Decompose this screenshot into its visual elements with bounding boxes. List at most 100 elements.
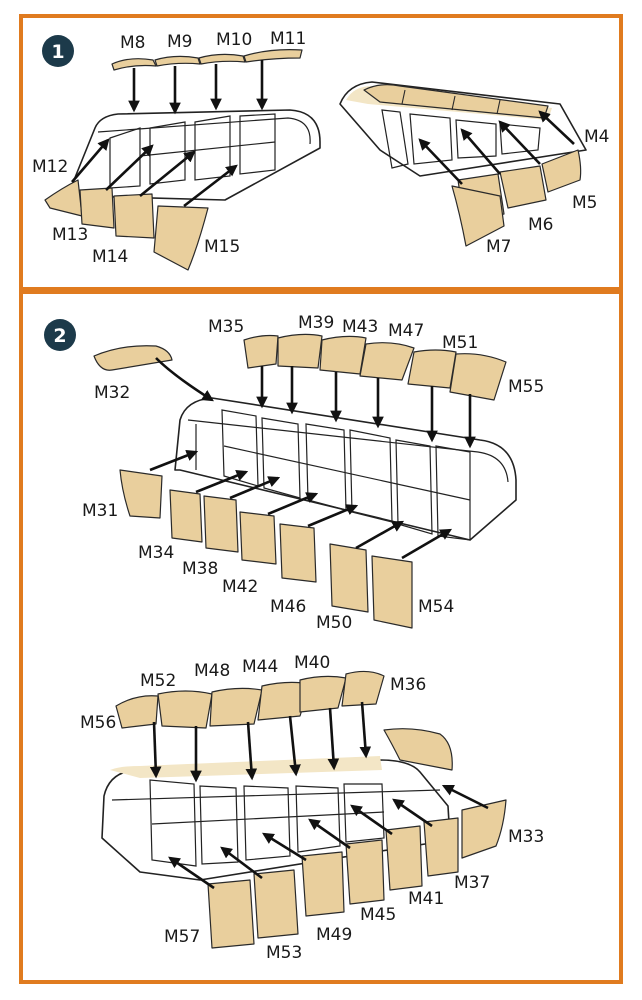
label-m31: M31: [82, 501, 118, 521]
mask-m11: [243, 49, 303, 63]
mask-m47: [359, 342, 415, 381]
step-1-badge: 1: [42, 35, 74, 67]
mask-m39: [277, 333, 323, 369]
label-m41: M41: [408, 889, 444, 909]
mask-m5: [499, 165, 547, 209]
mask-m55: [449, 353, 507, 401]
label-m43: M43: [342, 317, 378, 337]
mask-m13: [79, 187, 115, 229]
mask-m8: [111, 58, 157, 71]
label-m39: M39: [298, 313, 334, 333]
step-1-labels: M8 M9 M10 M11 M12 M13 M14 M15 M4 M5 M6 M…: [32, 29, 609, 267]
mask-right-crown: [363, 84, 549, 119]
label-m48: M48: [194, 661, 230, 681]
label-m32: M32: [94, 383, 130, 403]
label-m51: M51: [442, 333, 478, 353]
step-2-lower-canopy: [101, 728, 453, 881]
mask-m9: [154, 55, 201, 67]
mask-m54: [371, 555, 413, 629]
step-1-right-masks: [451, 149, 582, 247]
label-m37: M37: [454, 873, 490, 893]
step-2-upper-arrows: [149, 357, 476, 560]
label-m6: M6: [528, 215, 553, 235]
step-2-lower-top-masks: [115, 670, 385, 729]
label-m56: M56: [80, 713, 116, 733]
mask-m31: [119, 469, 163, 519]
step-2-upper-top-masks: [93, 333, 507, 401]
label-m49: M49: [316, 925, 352, 945]
step-1-left-arrows: [71, 60, 268, 208]
step-2-upper-side-masks: [119, 469, 413, 629]
step-1-left-canopy: [69, 109, 321, 201]
step-1-top-masks: [111, 49, 303, 71]
mask-m36: [341, 670, 385, 707]
label-m7: M7: [486, 237, 511, 257]
label-m4: M4: [584, 127, 609, 147]
label-m10: M10: [216, 30, 252, 50]
mask-m49: [301, 851, 345, 917]
step-1-number: 1: [51, 41, 64, 63]
step-2-lower-side-masks: [207, 799, 507, 949]
step-2-frame: [19, 290, 623, 984]
label-m55: M55: [508, 377, 544, 397]
mask-m45: [345, 839, 385, 905]
step-2-lower-labels: M52 M48 M44 M40 M36 M56 M33 M37 M41 M45 …: [80, 653, 544, 963]
label-m33: M33: [508, 827, 544, 847]
mask-m35: [243, 334, 279, 369]
step-1-right-arrows: [418, 110, 575, 185]
step-1-panel: 1: [19, 14, 623, 291]
mask-m12: [44, 179, 83, 217]
step-2-lower-arrows: [149, 701, 489, 890]
label-m54: M54: [418, 597, 454, 617]
step-2-panel: 2: [19, 290, 623, 984]
mask-m46: [279, 523, 317, 583]
label-m8: M8: [120, 33, 145, 53]
label-m35: M35: [208, 317, 244, 337]
label-m52: M52: [140, 671, 176, 691]
label-m12: M12: [32, 157, 68, 177]
mask-m57: [207, 879, 255, 949]
mask-m52: [157, 690, 213, 729]
step-1-right-canopy: [339, 81, 587, 177]
label-m34: M34: [138, 543, 174, 563]
step-1-side-masks: [44, 179, 209, 271]
step-2-upper-labels: M35 M39 M43 M47 M51 M55 M32 M31 M34 M38 …: [82, 313, 544, 633]
label-m50: M50: [316, 613, 352, 633]
label-m57: M57: [164, 927, 200, 947]
label-m15: M15: [204, 237, 240, 257]
mask-m15: [153, 205, 209, 271]
mask-m53: [253, 869, 299, 939]
mask-m38: [203, 495, 239, 553]
label-m13: M13: [52, 225, 88, 245]
label-m38: M38: [182, 559, 218, 579]
mask-m50: [329, 543, 369, 613]
mask-m10: [198, 53, 246, 65]
mask-m34: [169, 489, 203, 543]
label-m53: M53: [266, 943, 302, 963]
mask-m40: [299, 675, 347, 713]
mask-m32: [93, 345, 173, 371]
mask-m48: [209, 687, 263, 727]
step-2-number: 2: [53, 325, 66, 347]
mask-m56: [115, 695, 159, 729]
mask-m42: [239, 511, 277, 565]
mask-m14: [113, 193, 155, 239]
label-m9: M9: [167, 32, 192, 52]
label-m14: M14: [92, 247, 128, 267]
label-m45: M45: [360, 905, 396, 925]
label-m44: M44: [242, 657, 278, 677]
step-1-frame: [19, 14, 623, 291]
label-m42: M42: [222, 577, 258, 597]
mask-m4: [541, 149, 582, 193]
mask-m33: [461, 799, 507, 859]
step-2-badge: 2: [44, 319, 76, 351]
label-m47: M47: [388, 321, 424, 341]
mask-lower-nose: [383, 728, 453, 771]
label-m11: M11: [270, 29, 306, 49]
label-m40: M40: [294, 653, 330, 673]
label-m36: M36: [390, 675, 426, 695]
mask-m51: [407, 349, 457, 389]
label-m5: M5: [572, 193, 597, 213]
mask-m41: [385, 825, 423, 891]
